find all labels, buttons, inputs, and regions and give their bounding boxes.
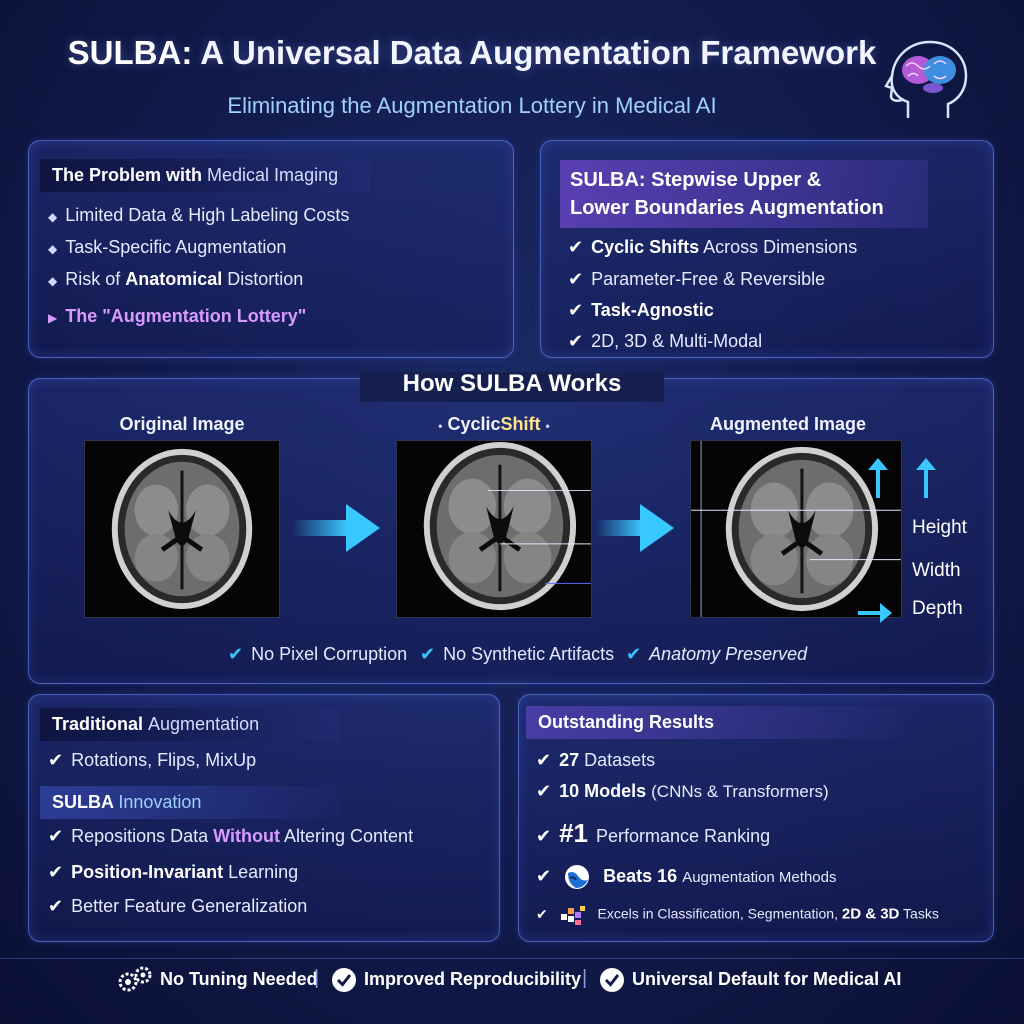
footer-separator-2: | bbox=[582, 967, 588, 989]
gears-icon bbox=[118, 966, 152, 992]
problem-heading-bold: The Problem with bbox=[52, 165, 203, 185]
how-it-works-title: How SULBA Works bbox=[402, 370, 622, 397]
problem-heading: The Problem with Medical Imaging bbox=[40, 159, 370, 192]
augmented-mri-image bbox=[690, 440, 902, 618]
footer-no-tuning: No Tuning Needed bbox=[160, 969, 318, 989]
augmentation-lottery: ▶The "Augmentation Lottery" bbox=[48, 306, 307, 326]
globe-icon bbox=[565, 865, 590, 889]
title-accent: SULBA: bbox=[67, 34, 193, 71]
result-datasets: ✔27 Datasets bbox=[536, 750, 656, 770]
flow-arrow-2 bbox=[596, 504, 674, 552]
problem-item-3: ◆Risk of Anatomical Distortion bbox=[48, 269, 304, 289]
footer-universal-default: Universal Default for Medical AI bbox=[632, 969, 902, 989]
result-beats-methods: ✔ Beats 16 Augmentation Methods bbox=[536, 864, 836, 890]
title-rest: A Universal Data Augmentation Framework bbox=[200, 34, 877, 71]
problem-item-2: ◆Task-Specific Augmentation bbox=[48, 237, 287, 257]
dim-label-depth: Depth bbox=[912, 598, 963, 619]
problem-heading-light: Medical Imaging bbox=[207, 165, 339, 185]
check-circle-icon-2 bbox=[600, 968, 624, 992]
result-models: ✔10 Models (CNNs & Transformers) bbox=[536, 781, 829, 801]
shifted-mri-image bbox=[396, 440, 592, 618]
sulba-feature-4: ✔2D, 3D & Multi-Modal bbox=[568, 331, 763, 351]
innovation-item-2: ✔Position-Invariant Learning bbox=[48, 862, 299, 882]
footer-bar bbox=[0, 958, 1024, 1002]
check-no-synthetic-artifacts: ✔No Synthetic Artifacts bbox=[420, 644, 615, 664]
sulba-feature-2: ✔Parameter-Free & Reversible bbox=[568, 269, 826, 289]
height-up-arrow-icon bbox=[868, 458, 888, 498]
problem-item-1: ◆Limited Data & High Labeling Costs bbox=[48, 205, 350, 225]
traditional-heading: Traditional Augmentation bbox=[40, 708, 340, 741]
cyclic-shift-label: • CyclicShift • bbox=[438, 414, 550, 434]
sulba-innovation-heading: SULBA Innovation bbox=[40, 786, 340, 819]
check-circle-icon bbox=[332, 968, 356, 992]
dim-label-height: Height bbox=[912, 517, 967, 538]
innovation-item-3: ✔Better Feature Generalization bbox=[48, 896, 308, 916]
innovation-item-1: ✔Repositions Data Without Altering Conte… bbox=[48, 826, 414, 846]
result-excels: ✔ Excels in Classification, Segmentation… bbox=[536, 904, 939, 926]
results-heading: Outstanding Results bbox=[526, 706, 906, 739]
page-title: SULBA: A Universal Data Augmentation Fra… bbox=[0, 34, 944, 72]
original-mri-image bbox=[84, 440, 280, 618]
check-anatomy-preserved: ✔Anatomy Preserved bbox=[626, 644, 808, 664]
sulba-feature-1: ✔Cyclic Shifts Across Dimensions bbox=[568, 237, 858, 257]
sulba-feature-3: ✔Task-Agnostic bbox=[568, 300, 714, 320]
augmented-image-label: Augmented Image bbox=[709, 414, 867, 434]
page-subtitle: Eliminating the Augmentation Lottery in … bbox=[227, 93, 717, 118]
check-no-pixel-corruption: ✔No Pixel Corruption bbox=[228, 644, 408, 664]
footer-separator-1: | bbox=[314, 967, 320, 989]
dim-label-width: Width bbox=[912, 560, 961, 581]
how-title-backing bbox=[360, 372, 664, 402]
width-up-arrow-icon bbox=[916, 458, 936, 498]
bar-blocks-icon bbox=[560, 906, 585, 925]
footer-reproducibility: Improved Reproducibility bbox=[364, 969, 582, 989]
brain-head-icon bbox=[884, 40, 968, 118]
traditional-item: ✔Rotations, Flips, MixUp bbox=[48, 750, 257, 770]
depth-right-arrow-icon bbox=[858, 603, 892, 623]
flow-arrow-1 bbox=[292, 504, 380, 552]
original-image-label: Original Image bbox=[119, 414, 245, 434]
sulba-definition-heading: SULBA: Stepwise Upper & Lower Boundaries… bbox=[560, 160, 928, 228]
